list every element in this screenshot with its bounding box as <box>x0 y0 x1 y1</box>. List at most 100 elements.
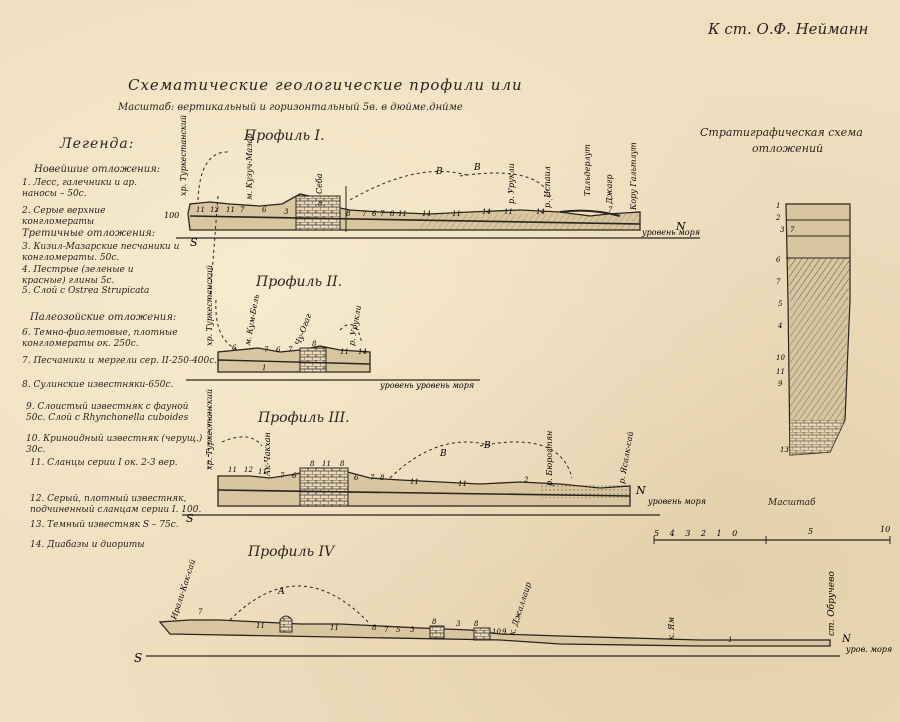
p4-unit: 9 <box>502 628 507 636</box>
p1-unit: 8 <box>390 210 395 218</box>
legend-item-4: 4. Пестрые (зеленые и красные) глины 5с. <box>22 265 134 286</box>
map-scale-subtitle: Масштаб: вертикальный и горизонтальный 5… <box>118 102 463 113</box>
legend-group-recent: Новейшие отложения: <box>34 164 161 175</box>
p1-place-5: Тальдерлут <box>583 144 592 196</box>
p3-place-0: хр. Туркестанский <box>205 389 214 470</box>
p1-place-2: Себа <box>315 173 324 194</box>
scale-bar <box>653 536 891 544</box>
legend-item-14: 14. Диабазы и диориты <box>30 540 145 550</box>
legend-item-5: 5. Слой с Ostrea Strupicata <box>22 286 150 296</box>
p1-place-0: хр. Туркестанский <box>179 115 188 196</box>
p1-place-3: р. Урукли <box>507 163 516 204</box>
p3-unit: 8 <box>380 474 385 482</box>
p1-arc-1: В <box>435 167 443 177</box>
legend-item-7: 7. Песчаники и мергели сер. II-250-400с. <box>22 356 218 366</box>
p3-unit: 7 <box>370 474 375 482</box>
p2-unit: 7 <box>264 346 269 354</box>
p1-south-label: S <box>190 236 198 249</box>
strat-number: 10 <box>776 354 785 362</box>
p2-place-0: хр. Туркестанский <box>205 265 214 346</box>
legend-group-tertiary: Третичные отложения: <box>22 228 156 239</box>
p3-unit: 6 <box>354 474 359 482</box>
p3-arc-1: В <box>439 449 447 459</box>
profile-4-section <box>158 619 831 647</box>
p3-unit: 8 <box>340 460 345 468</box>
p4-unit: 3 <box>410 626 415 634</box>
profile-1-limestone-block <box>295 195 341 231</box>
strat-number: 13 <box>780 446 789 454</box>
legend-item-3: 3. Кизил-Мазарские песчаники и конгломер… <box>22 242 180 263</box>
p1-unit: 6 <box>262 206 267 214</box>
p3-place-2: р. Бюрогтян <box>545 431 554 486</box>
profile-2 <box>186 299 480 381</box>
p1-unit: 14 <box>422 210 431 218</box>
scale-end: 10 <box>880 525 890 534</box>
p4-unit-numbers: 7 11 11 8 7 5 3 8 3 8 10 9 1 <box>198 608 732 644</box>
p3-unit: 7 <box>280 472 285 480</box>
p4-unit: 1 <box>728 636 732 644</box>
p2-place-2: Чу-Огаг <box>293 313 313 347</box>
p4-unit: 11 <box>256 622 265 630</box>
p1-north-label: N <box>675 220 686 233</box>
scale-ticks: 5 4 3 2 1 0 <box>654 529 741 538</box>
p2-unit: 7 <box>288 346 293 354</box>
p3-south-label: S <box>186 512 194 525</box>
p2-unit: 8 <box>312 340 317 348</box>
p4-south-label: S <box>134 651 142 665</box>
profile-4-title: Профиль IV <box>248 544 335 560</box>
p3-unit: 11 <box>458 480 467 488</box>
legend-item-1: 1. Лесс, галечники и ар. наносы – 50с. <box>22 178 138 199</box>
p1-place-4: р. Испаил <box>543 166 552 208</box>
p1-unit: 7 <box>362 210 367 218</box>
p2-place-1: м. Кум-Бель <box>243 294 261 347</box>
p2-unit: 6 <box>276 346 281 354</box>
p1-place-1: м. Кузуч-Мазар <box>245 134 254 200</box>
p1-unit-numbers: 11 12 11 7 6 3 8 8 7 6 7 8 11 14 11 14 1… <box>196 200 613 218</box>
strat-number: 6 <box>776 256 781 264</box>
profile-2-title: Профиль II. <box>256 274 343 290</box>
legend-title: Легенда: <box>60 136 135 152</box>
strat-number: 1 <box>776 202 780 210</box>
scale-mid: 5 <box>808 527 813 536</box>
strat-title: Стратиграфическая схема <box>700 126 863 139</box>
p4-unit: 10 <box>492 628 501 636</box>
p1-unit: 8 <box>346 210 351 218</box>
p2-unit: 1 <box>262 364 266 372</box>
p1-unit: 11 <box>196 206 205 214</box>
profile-3 <box>182 405 660 516</box>
map-title: Схематические геологические профили или <box>128 76 523 94</box>
p1-unit: 11 <box>226 206 235 214</box>
p2-unit-numbers: 6 7 6 7 8 11 14 1 <box>232 340 367 372</box>
profile-1-title: Профиль I. <box>244 128 325 144</box>
p1-place-7: Кору Гальтлут <box>629 142 638 211</box>
p3-unit: 12 <box>244 466 253 474</box>
p2-unit: 11 <box>340 348 349 356</box>
p1-unit: 6 <box>372 210 377 218</box>
strat-number: 11 <box>776 368 785 376</box>
p3-arc-2: В <box>483 441 491 451</box>
legend-item-13: 13. Темный известняк S – 75с. <box>30 520 179 530</box>
p4-north-label: N <box>841 634 852 645</box>
p4-sea-level: уров. моря <box>845 645 892 654</box>
p4-place-2: к. Ям <box>667 617 676 640</box>
attribution: К ст. О.Ф. Нейманн <box>708 20 869 38</box>
p2-unit: 14 <box>358 348 367 356</box>
p4-unit: 3 <box>456 620 461 628</box>
p1-unit: 7 <box>240 206 245 214</box>
p3-unit-numbers: 11 12 11 7 6 8 11 8 6 7 8 11 11 2 <box>228 460 529 488</box>
p1-sea-level: уровень моря <box>641 228 700 237</box>
p3-unit: 8 <box>310 460 315 468</box>
p1-unit: 12 <box>210 206 219 214</box>
p1-unit: 7 <box>380 210 385 218</box>
p1-unit: 3 <box>284 208 289 216</box>
legend-group-paleozoic: Палеозойские отложения: <box>30 312 177 323</box>
p2-sea-level: уровень уровень моря <box>379 381 474 390</box>
p1-elev-note: 100 <box>164 211 179 220</box>
p4-place-1: к. Джаллаир <box>507 581 533 637</box>
scale-label: Масштаб <box>768 498 816 508</box>
p4-place-0: Ирали-Как-сай <box>169 558 197 621</box>
p3-north-label: N <box>635 484 646 497</box>
p3-place-1: Ак-Чакхан <box>263 432 272 477</box>
p4-unit: 7 <box>384 626 389 634</box>
